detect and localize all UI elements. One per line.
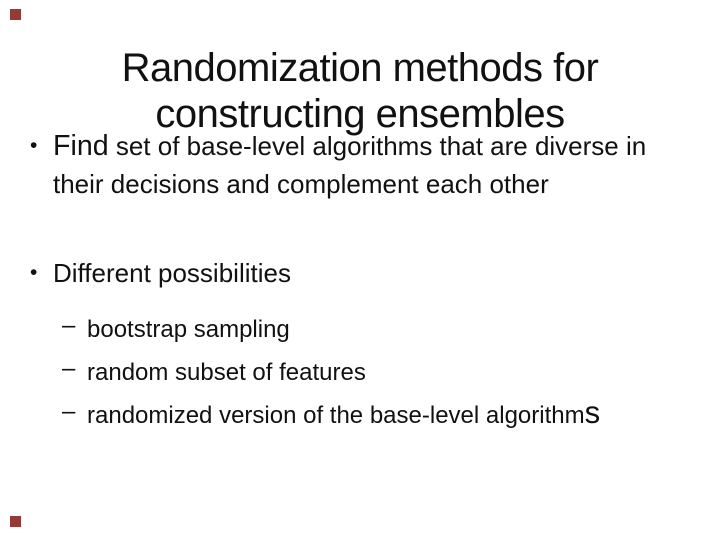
sub-bullet-text: randomized version of the base-level alg…	[87, 397, 600, 431]
corner-marker-bottom-icon	[10, 516, 21, 527]
sub-bullet-randomized-version: – randomized version of the base-level a…	[62, 397, 670, 431]
corner-marker-top-icon	[10, 9, 21, 20]
bullet-row: • Different possibilities	[30, 254, 670, 292]
sub-bullet-list: – bootstrap sampling – random subset of …	[30, 311, 670, 431]
slide-title: Randomization methods for constructing e…	[40, 45, 680, 137]
sub-bullet-random-subset: – random subset of features	[62, 354, 670, 388]
sub-bullet-tail-text: s	[584, 395, 601, 430]
dash-bullet-icon: –	[62, 312, 76, 339]
bullet-rest-text: set of base-level algorithms that are di…	[53, 131, 647, 199]
sub-bullet-text: random subset of features	[87, 354, 366, 388]
bullet-text: Find set of base-level algorithms that a…	[53, 127, 670, 203]
sub-bullet-main-text: random subset of features	[87, 359, 366, 386]
bullet-item-find-algorithms: • Find set of base-level algorithms that…	[30, 127, 670, 203]
sub-bullet-bootstrap-sampling: – bootstrap sampling	[62, 311, 670, 345]
bullet-list: • Find set of base-level algorithms that…	[30, 127, 670, 431]
bullet-dot-icon: •	[30, 261, 38, 284]
bullet-lead-text: Find	[53, 130, 109, 162]
slide-title-line-1: Randomization methods for	[121, 45, 599, 90]
slide-body: • Find set of base-level algorithms that…	[30, 127, 670, 440]
bullet-dot-icon: •	[30, 134, 38, 157]
bullet-item-different-possibilities: • Different possibilities – bootstrap sa…	[30, 254, 670, 431]
slide-title-line-2: constructing ensembles	[155, 91, 565, 136]
sub-bullet-text: bootstrap sampling	[87, 311, 290, 345]
bullet-text: Different possibilities	[53, 258, 291, 288]
dash-bullet-icon: –	[62, 398, 76, 425]
sub-bullet-main-text: randomized version of the base-level alg…	[87, 402, 585, 429]
sub-bullet-main-text: bootstrap sampling	[87, 316, 290, 343]
dash-bullet-icon: –	[62, 355, 76, 382]
